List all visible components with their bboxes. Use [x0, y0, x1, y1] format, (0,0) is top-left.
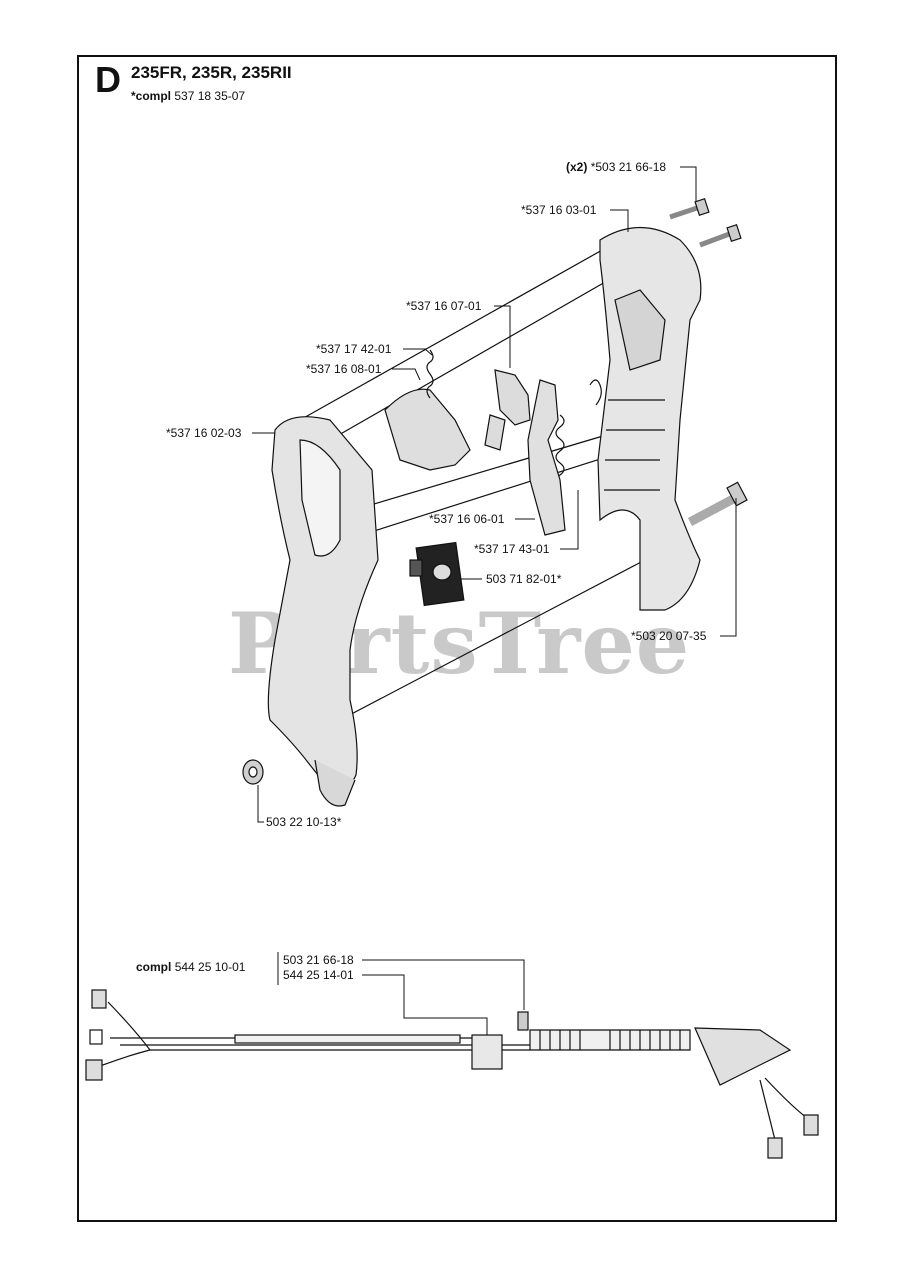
lock-lever-part [384, 388, 471, 471]
page-subtitle: *compl 537 18 35-07 [131, 90, 245, 102]
section-letter: D [95, 59, 121, 100]
connector-plug [803, 1114, 819, 1136]
callout-harness-compl: compl 544 25 10-01 [136, 961, 245, 973]
lever-part [494, 369, 531, 426]
stop-switch-part [409, 541, 465, 607]
callout-harness-part-a: 503 21 66-18 [283, 953, 354, 967]
callout-trigger: *537 16 06-01 [429, 512, 505, 526]
screw-part-number: *503 21 66-18 [590, 160, 667, 174]
callout-screw: (x2) *503 21 66-18 [566, 161, 666, 173]
callout-housing-left: *537 16 02-03 [166, 426, 242, 440]
harness-compl-part: 544 25 10-01 [174, 960, 246, 974]
subtitle-prefix: *compl [131, 89, 172, 103]
screw-part [669, 198, 710, 220]
trigger-part [527, 379, 566, 536]
callout-spring-2: *537 17 43-01 [474, 542, 550, 556]
callout-stop-switch: 503 71 82-01* [486, 572, 562, 586]
leader-line [720, 498, 737, 637]
leader-line [560, 490, 579, 550]
callout-nut: 503 22 10-13* [266, 815, 342, 829]
diagram-frame [77, 55, 837, 1222]
guide-line [299, 239, 621, 421]
connector-plug [89, 1029, 103, 1045]
lever-arm [484, 414, 506, 451]
callout-spring-1: *537 17 42-01 [316, 342, 392, 356]
right-handle-housing [597, 226, 702, 611]
leader-line [392, 368, 421, 381]
leader-line [494, 305, 511, 368]
connector-plug [85, 1059, 103, 1081]
harness-compl-prefix: compl [136, 960, 172, 974]
leader-line [610, 209, 629, 232]
callout-lock-lever: *537 16 08-01 [306, 362, 382, 376]
guide-line [339, 559, 646, 721]
spring-part [589, 379, 602, 406]
spring-part [426, 349, 434, 399]
harness-screw [517, 1011, 529, 1031]
leader-line [257, 785, 264, 823]
callout-harness-part-b: 544 25 14-01 [283, 968, 354, 982]
right-housing-detail [614, 289, 666, 371]
leader-line [680, 166, 697, 202]
connector-plug [91, 989, 107, 1009]
bolt-part [687, 481, 748, 526]
switch-housing-part [694, 1027, 792, 1086]
page-title: 235FR, 235R, 235RII [131, 63, 292, 82]
subtitle-part: 537 18 35-07 [174, 89, 246, 103]
callout-bolt: *503 20 07-35 [631, 629, 707, 643]
handle-mount-block [314, 759, 356, 807]
callout-housing-right: *537 16 03-01 [521, 203, 597, 217]
wiring-harness [85, 989, 819, 1159]
leader-line [362, 974, 488, 1035]
spring-part [555, 414, 565, 488]
connector-plug [767, 1137, 783, 1159]
nut-hole [248, 766, 258, 778]
leader-line [403, 348, 433, 356]
screw-part [699, 224, 742, 248]
grommet-part [471, 1034, 503, 1070]
guide-line [329, 261, 641, 441]
screw-qty: (x2) [566, 160, 588, 174]
leader-line [362, 959, 525, 1010]
handle-grip-recess [299, 439, 341, 557]
callout-lever: *537 16 07-01 [406, 299, 482, 313]
